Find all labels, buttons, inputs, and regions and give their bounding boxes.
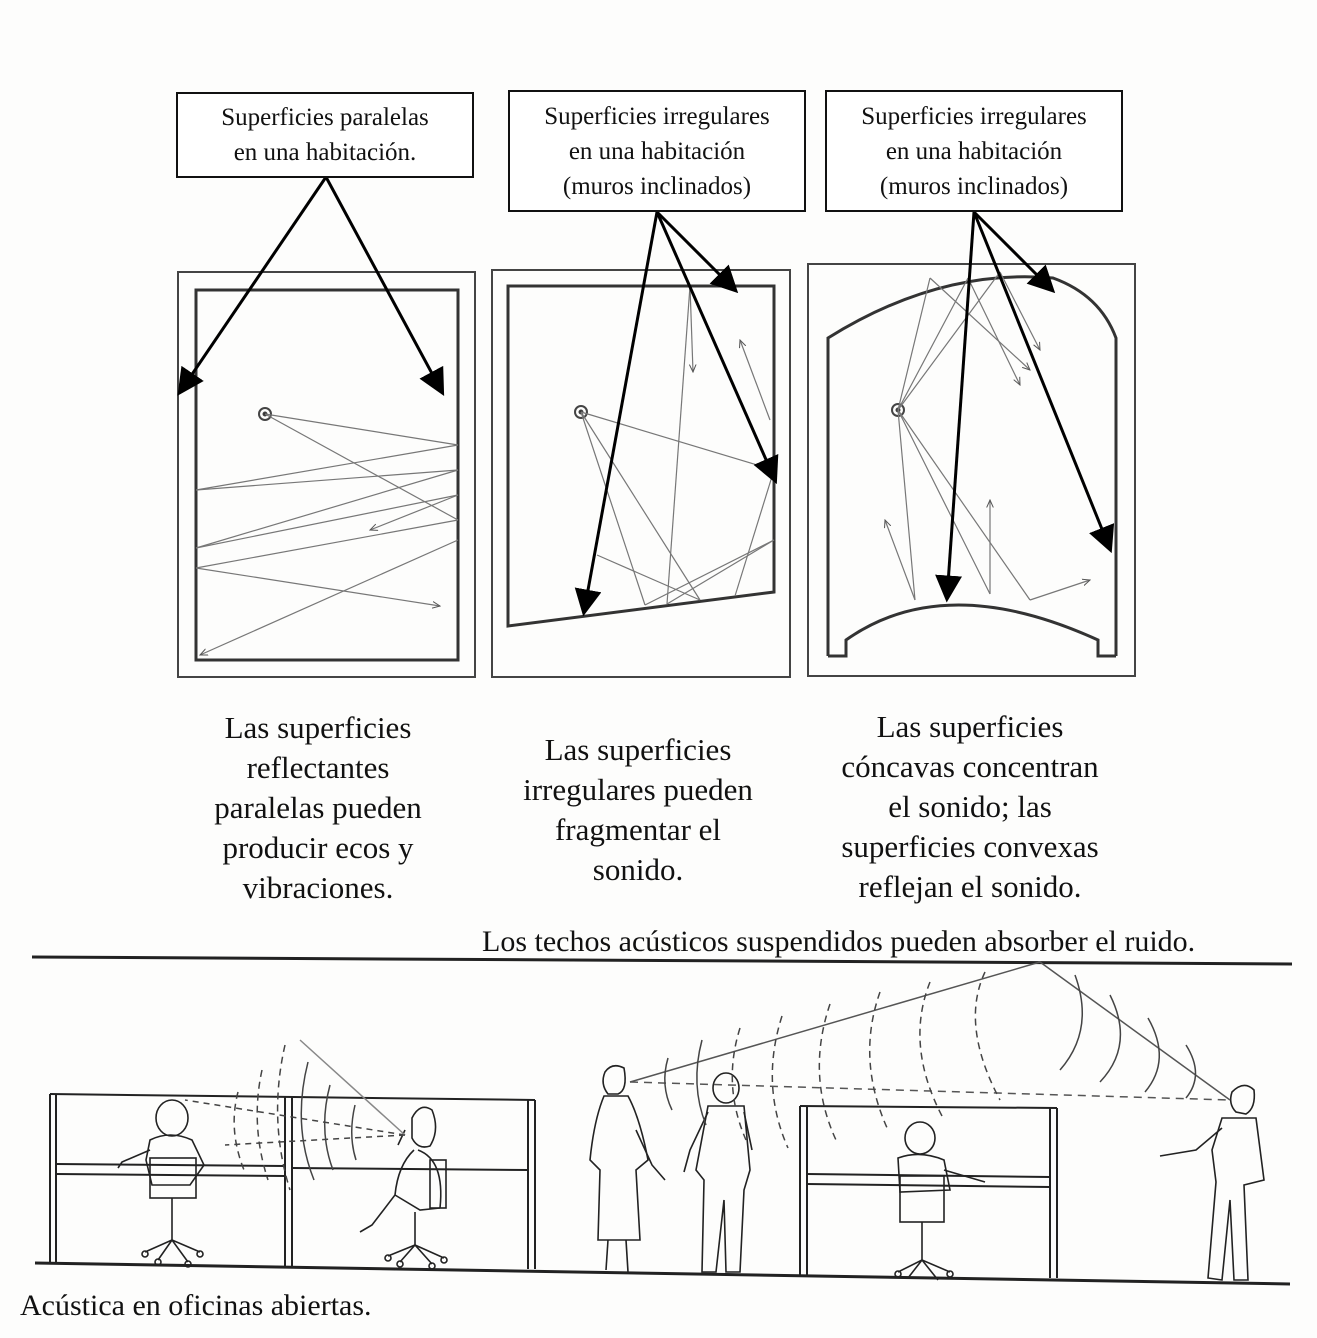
standing-listener-man xyxy=(683,1072,753,1273)
cubicle-left xyxy=(49,1093,536,1269)
office-scene xyxy=(31,955,1293,1286)
seated-worker-right xyxy=(894,1121,986,1281)
room-irregular xyxy=(491,269,791,678)
room-parallel xyxy=(177,271,476,678)
pointer-arrows-irregular xyxy=(574,210,779,617)
caption-parallel: Las superficies reflectantes paralelas p… xyxy=(214,710,422,905)
floor-line xyxy=(34,1261,1291,1286)
label-parallel-surfaces: Superficies paralelas en una habitación. xyxy=(176,92,474,178)
figure-caption: Acústica en oficinas abiertas. xyxy=(20,1289,372,1322)
room-concave-convex xyxy=(807,263,1136,677)
standing-speaker-woman xyxy=(589,1064,666,1273)
ceiling-line xyxy=(31,955,1293,966)
caption-concave-convex: Las superficies cóncavas concentran el s… xyxy=(841,709,1099,904)
standing-listener-far-right xyxy=(1159,1084,1265,1281)
pointer-arrows-parallel xyxy=(177,176,445,396)
label-irregular-surfaces-1: Superficies irregulares en una habitació… xyxy=(508,90,806,212)
caption-irregular: Las superficies irregulares pueden fragm… xyxy=(523,732,753,887)
ceiling-note: Los techos acústicos suspendidos pueden … xyxy=(482,925,1196,958)
pointer-arrows-concave-convex xyxy=(935,210,1115,603)
seated-worker-phone xyxy=(359,1106,448,1270)
seated-worker-left xyxy=(117,1099,205,1268)
label-irregular-surfaces-2: Superficies irregulares en una habitació… xyxy=(825,90,1123,212)
cubicle-right xyxy=(799,1105,1058,1278)
sound-waves xyxy=(184,961,1231,1191)
